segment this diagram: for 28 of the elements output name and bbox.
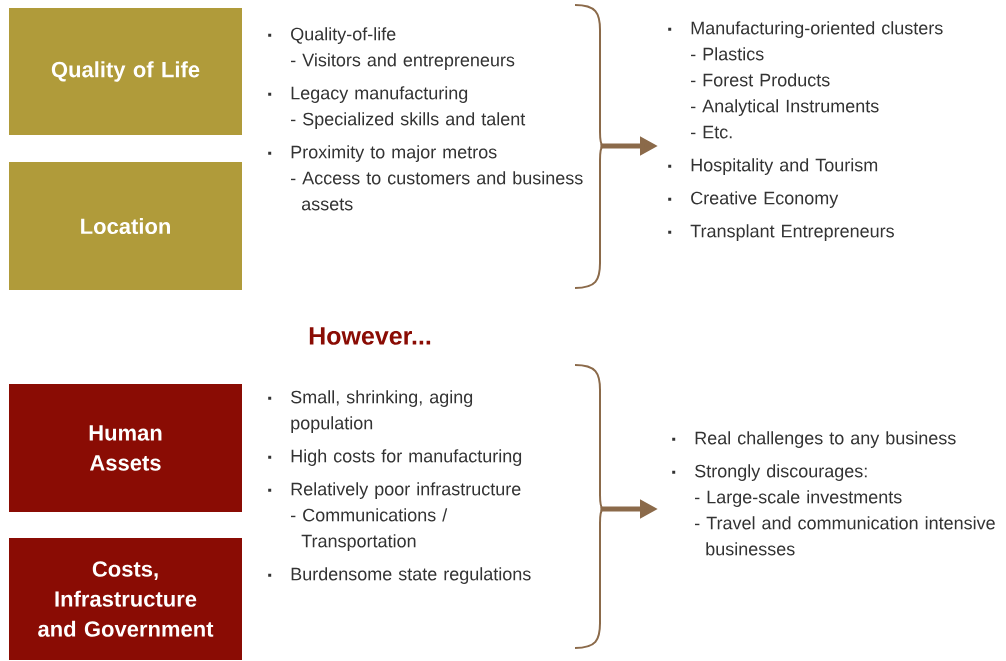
list-item: - Plastics: [691, 47, 764, 61]
list-item: Quality-of-life: [291, 27, 396, 44]
title-box: Costs, Infrastructure and Government: [9, 538, 242, 660]
list-item: - Travel and communication intensive businesses: [695, 516, 995, 556]
list-item: - Communications / Transportation: [291, 508, 448, 551]
list-item: Strongly discourages:: [695, 464, 867, 481]
list-item: Manufacturing-oriented clusters: [691, 21, 943, 38]
list-item: Relatively poor infrastructure: [291, 482, 521, 499]
list-item: Transplant Entrepreneurs: [690, 224, 894, 241]
heading: However...: [309, 327, 431, 345]
title-box: Location: [9, 162, 242, 290]
list-item: Small, shrinking, aging population: [291, 390, 473, 433]
list-item: Burdensome state regulations: [291, 567, 531, 584]
list-item: - Access to customers and business assets: [291, 171, 583, 211]
list-item: Legacy manufacturing: [291, 86, 468, 103]
list-item: - Forest Products: [691, 73, 830, 87]
list-item: - Large-scale investments: [695, 490, 902, 507]
list-item: Creative Economy: [691, 191, 839, 208]
title-box: Quality of Life: [9, 8, 242, 135]
list-item: Hospitality and Tourism: [691, 158, 878, 175]
list-item: High costs for manufacturing: [291, 449, 522, 466]
list-item: - Analytical Instruments: [691, 99, 879, 116]
title-box: Human Assets: [9, 384, 242, 512]
list-item: - Etc.: [691, 125, 732, 139]
list-item: Real challenges to any business: [695, 431, 956, 448]
list-item: Proximity to major metros: [291, 145, 497, 162]
list-item: - Visitors and entrepreneurs: [291, 53, 515, 70]
list-item: - Specialized skills and talent: [291, 112, 526, 129]
